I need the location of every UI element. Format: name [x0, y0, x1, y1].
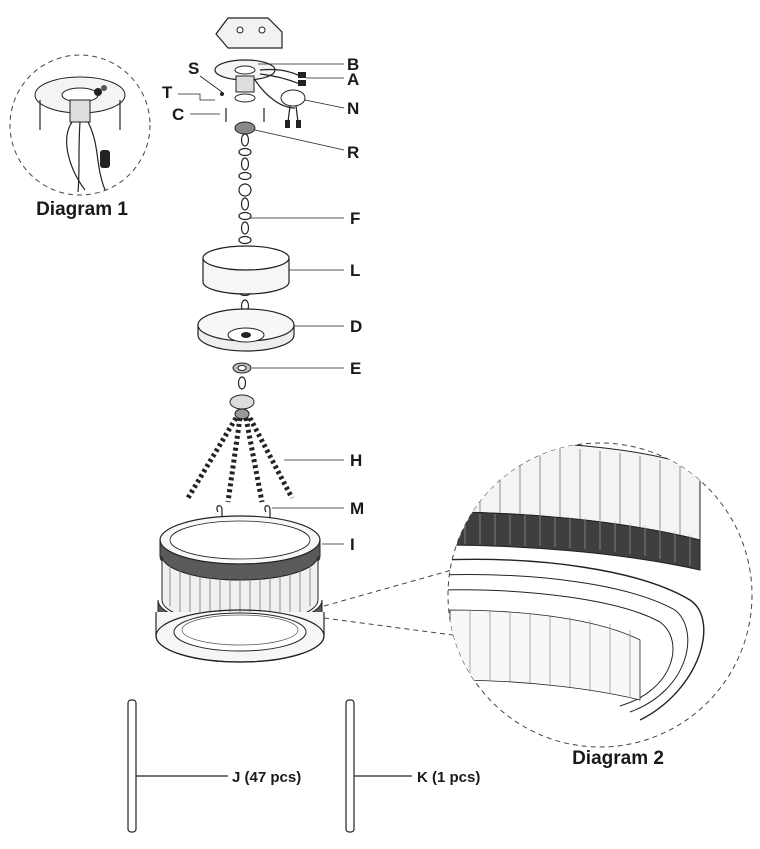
part-k-label: K (1 pcs)	[417, 769, 480, 786]
loop-collar	[232, 362, 252, 390]
suspension-chains	[185, 416, 295, 503]
callout-s: S	[188, 59, 199, 78]
junction-box	[215, 17, 283, 49]
callout-e: E	[350, 359, 361, 378]
mounting-bracket	[214, 59, 276, 122]
chain-hub	[229, 394, 255, 420]
callout-f: F	[350, 209, 360, 228]
callout-n: N	[347, 99, 359, 118]
callout-t: T	[162, 83, 173, 102]
callout-b: B	[347, 55, 359, 74]
callout-d: D	[350, 317, 362, 336]
hooks	[216, 505, 271, 520]
callout-l: L	[350, 261, 360, 280]
callout-r: R	[347, 143, 359, 162]
drum-fixture	[155, 515, 325, 663]
rod-k	[345, 699, 412, 833]
rod-j	[127, 699, 228, 833]
chain-cover	[202, 245, 290, 295]
canopy	[197, 308, 295, 352]
leader-lines	[178, 63, 345, 545]
callout-i: I	[350, 535, 355, 554]
callout-a: A	[347, 70, 359, 89]
wire-bundle	[254, 68, 306, 128]
part-j-label: J (47 pcs)	[232, 769, 301, 786]
callout-c: C	[172, 105, 184, 124]
diagram2-caption: Diagram 2	[572, 748, 664, 769]
diagram1-caption: Diagram 1	[36, 199, 128, 220]
diagram2-inset	[323, 442, 753, 748]
diagram1-inset	[9, 54, 151, 196]
callout-m: M	[350, 499, 364, 518]
callout-h: H	[350, 451, 362, 470]
screw-s	[220, 92, 224, 96]
